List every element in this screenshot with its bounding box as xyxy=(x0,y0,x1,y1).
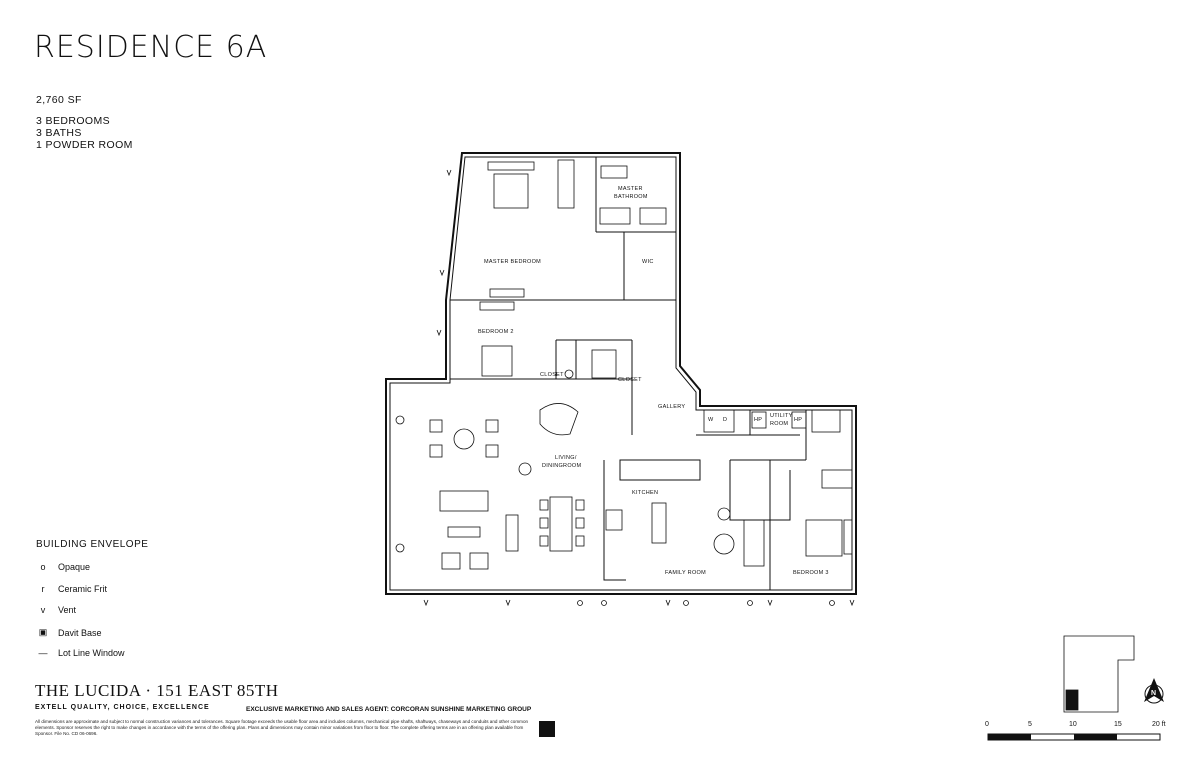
legend-label: Lot Line Window xyxy=(58,648,125,658)
room-family: FAMILY ROOM xyxy=(665,570,706,576)
lot-line-window-icon: — xyxy=(38,648,48,658)
room-wic: WIC xyxy=(642,259,654,265)
brand-tagline: EXTELL QUALITY, CHOICE, EXCELLENCE xyxy=(35,704,210,711)
area-sf: 2,760 SF xyxy=(36,94,82,106)
legend-item: — Lot Line Window xyxy=(36,648,125,658)
legend-item: v Vent xyxy=(36,605,76,615)
spec-powder: 1 POWDER ROOM xyxy=(36,139,133,151)
spec-bedrooms: 3 BEDROOMS xyxy=(36,115,111,127)
scale-tick: 5 xyxy=(1028,721,1032,728)
room-closet-b: CLOSET xyxy=(618,377,642,383)
room-utility-1: UTILITY xyxy=(770,413,793,419)
scale-tick: 15 xyxy=(1114,721,1122,728)
ceramic-frit-icon: r xyxy=(41,584,45,594)
room-living-1: LIVING/ xyxy=(555,455,577,461)
scale-tick: 0 xyxy=(985,721,989,728)
key-plan xyxy=(1063,635,1135,713)
dryer-label: D xyxy=(723,417,728,423)
brand-logo: THE LUCIDA · 151 EAST 85TH xyxy=(35,681,279,700)
washer-label: W xyxy=(708,417,714,423)
equal-housing-icon xyxy=(539,721,555,737)
legend-item: o Opaque xyxy=(36,562,90,572)
disclaimer: All dimensions are approximate and subje… xyxy=(35,719,529,736)
room-bedroom-3: BEDROOM 3 xyxy=(793,570,829,576)
exterior-wall xyxy=(385,152,857,595)
room-master-bedroom: MASTER BEDROOM xyxy=(484,259,542,265)
room-master-bath-2: BATHROOM xyxy=(614,194,648,200)
hp-label-2: HP xyxy=(794,417,803,423)
compass-label: N xyxy=(1151,690,1157,697)
room-bedroom-2: BEDROOM 2 xyxy=(478,329,514,335)
legend-label: Vent xyxy=(58,605,77,615)
legend-label: Davit Base xyxy=(58,627,102,638)
scale-tick: 20 ft xyxy=(1152,721,1166,728)
room-gallery: GALLERY xyxy=(658,404,686,410)
room-closet-a: CLOSET xyxy=(540,372,564,378)
legend-label: Ceramic Frit xyxy=(58,584,107,594)
legend-item: r Ceramic Frit xyxy=(36,584,108,594)
scale-bar xyxy=(987,733,1161,741)
page-title: RESIDENCE 6A xyxy=(34,30,268,65)
room-kitchen: KITCHEN xyxy=(632,490,659,496)
legend-title: BUILDING ENVELOPE xyxy=(36,539,149,550)
legend-item: ▣ Davit Base xyxy=(36,627,102,638)
compass-icon xyxy=(1144,678,1164,704)
opaque-icon: o xyxy=(40,562,46,572)
spec-baths: 3 BATHS xyxy=(36,127,82,139)
vent-icon: v xyxy=(40,605,46,615)
scale-tick: 10 xyxy=(1069,721,1077,728)
davit-base-icon: ▣ xyxy=(38,627,48,637)
sales-agent: EXCLUSIVE MARKETING AND SALES AGENT: COR… xyxy=(246,706,532,713)
legend-label: Opaque xyxy=(58,562,91,572)
room-living-2: DININGROOM xyxy=(542,463,582,469)
hp-label-1: HP xyxy=(754,417,763,423)
room-utility-2: ROOM xyxy=(770,421,789,427)
room-master-bath-1: MASTER xyxy=(618,186,643,192)
